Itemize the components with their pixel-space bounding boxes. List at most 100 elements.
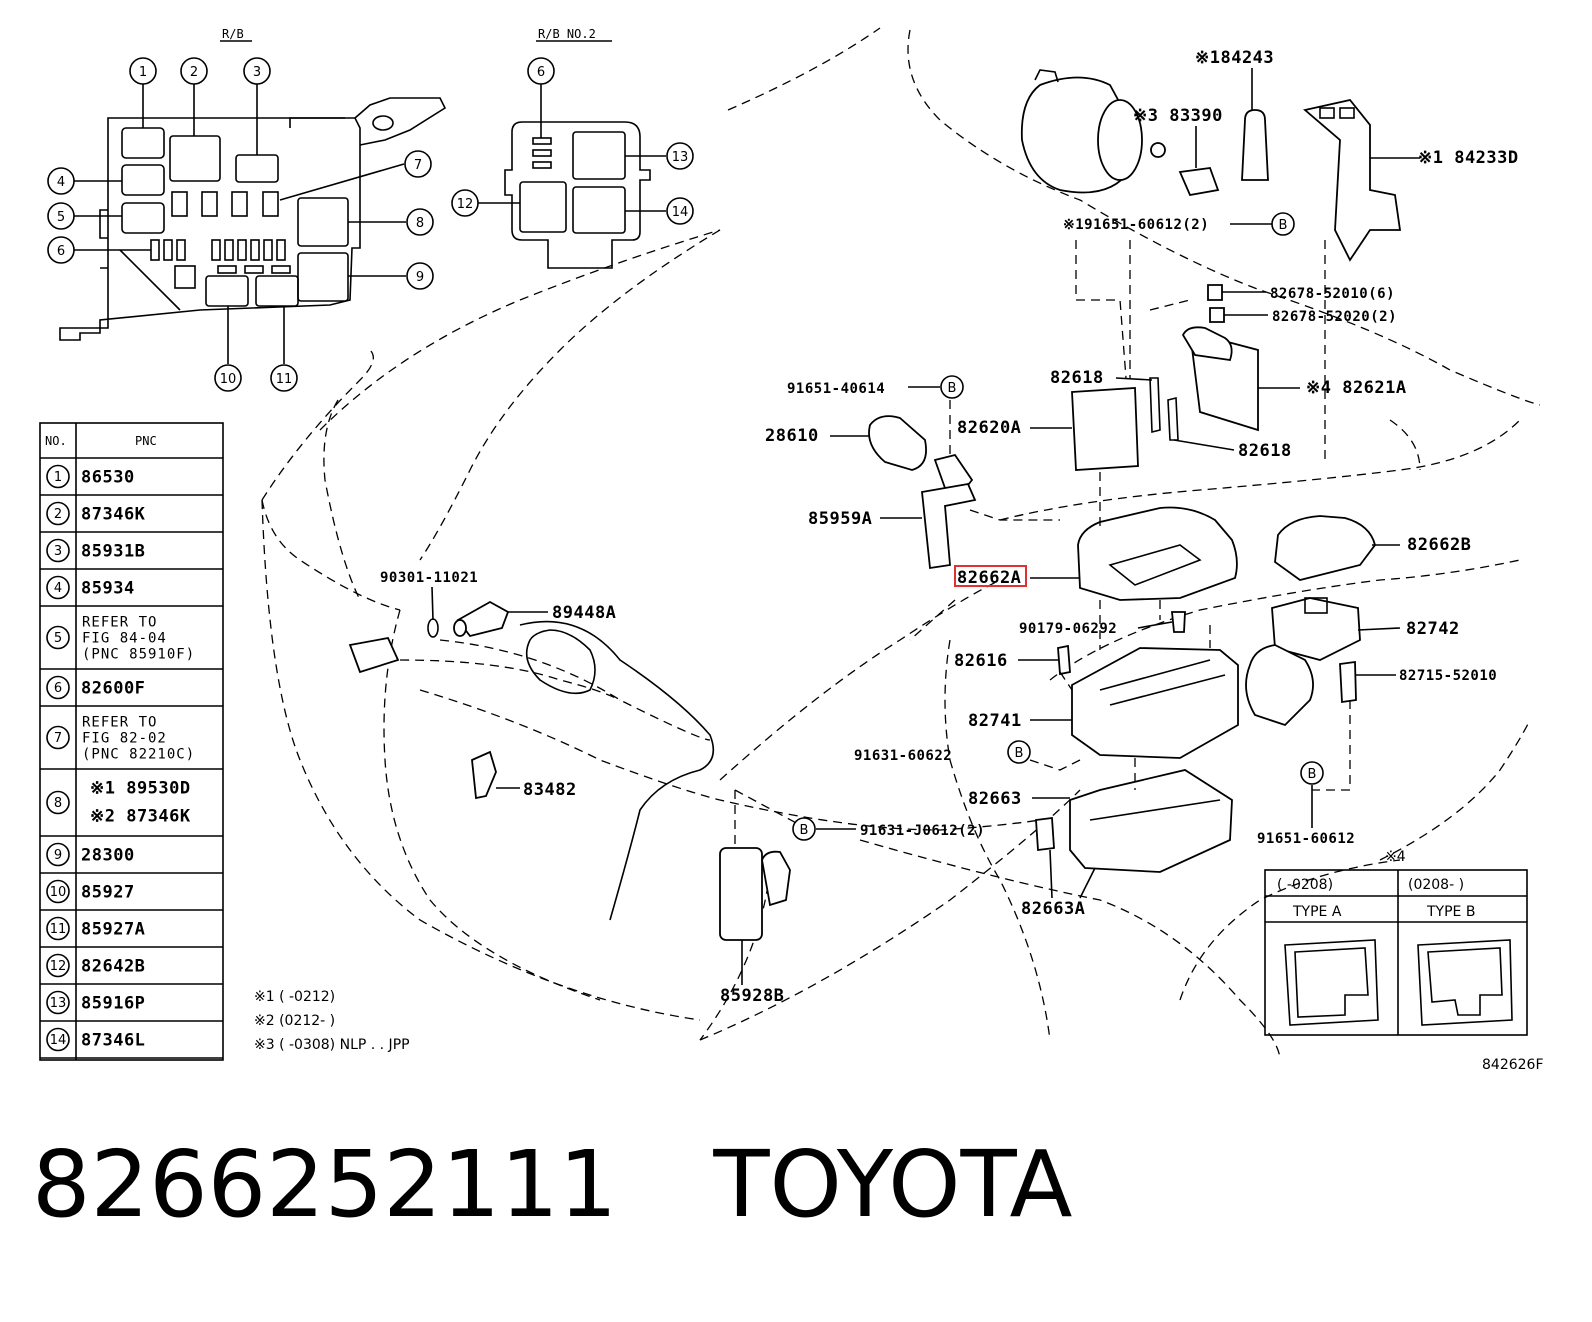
pnc-table-row: 8※1 89530D※2 87346K [40, 779, 223, 837]
relay-block-drawing: R/B [59, 27, 447, 364]
label-82742: 82742 [1406, 619, 1460, 639]
pnc-row-number: 9 [54, 848, 62, 863]
pnc-row-line: ※2 87346K [90, 807, 191, 827]
type-a-label: TYPE A [1292, 904, 1342, 920]
type-box-title: ※4 [1385, 849, 1406, 865]
callout-7: 7 [404, 150, 432, 178]
rb2-header: R/B NO.2 [538, 27, 596, 41]
label-82715-52010: 82715-52010 [1399, 668, 1497, 684]
svg-text:3: 3 [253, 65, 261, 80]
svg-text:8: 8 [416, 216, 424, 231]
label-28610: 28610 [765, 426, 819, 446]
pnc-table-row: 2 87346K [40, 501, 223, 533]
part-footer: 8266252111 TOYOTA [32, 1130, 1073, 1240]
label-82618-top: 82618 [1050, 368, 1104, 388]
pnc-table-row: 12 82642B [40, 953, 223, 985]
callout-1: 1 [129, 57, 157, 85]
label-91651-40614: 91651-40614 [787, 381, 885, 397]
label-91631-60622: 91631-60622 [854, 748, 952, 764]
callout-5: 5 [47, 202, 75, 230]
svg-text:B: B [1308, 767, 1317, 782]
note-3: ※3 ( -0308) NLP . . JPP [254, 1037, 410, 1053]
callout-6: 6 [47, 236, 75, 264]
pnc-row-value: 28300 [81, 846, 135, 866]
label-82741: 82741 [968, 711, 1022, 731]
label-82616: 82616 [954, 651, 1008, 671]
svg-text:6: 6 [537, 65, 545, 80]
pnc-row-value: 85931B [81, 542, 145, 562]
svg-text:7: 7 [414, 158, 422, 173]
svg-text:B: B [800, 823, 809, 838]
label-83390: ※3 83390 [1133, 106, 1223, 126]
pnc-row-number: 7 [54, 731, 62, 746]
label-82618-bottom: 82618 [1238, 441, 1292, 461]
pnc-row-number: 8 [54, 796, 62, 811]
pnc-row-line: (PNC 85910F) [82, 647, 195, 663]
callout-6b: 6 [527, 57, 555, 85]
part-labels: ※184243 ※3 83390 ※1 84233D ※191651-60612… [380, 48, 1519, 1006]
parts-drawings [348, 69, 1402, 941]
callout-10: 10 [214, 364, 242, 392]
callout-11: 11 [270, 364, 298, 392]
pnc-row-value: 85927A [81, 920, 145, 940]
label-90301-11021: 90301-11021 [380, 570, 478, 586]
pnc-row-line: REFER TO [82, 615, 157, 631]
pnc-row-value: 85916P [81, 994, 145, 1014]
pnc-row-number: 12 [50, 959, 67, 974]
pnc-row-line: FIG 84-04 [82, 631, 167, 647]
pnc-row-number: 6 [54, 681, 62, 696]
type-a-range: ( -0208) [1277, 877, 1333, 893]
pnc-row-value: 87346L [81, 1031, 145, 1051]
label-82621A: ※4 82621A [1306, 378, 1407, 398]
callout-9: 9 [406, 262, 434, 290]
label-91631-J0612: 91631-J0612(2) [860, 823, 985, 839]
pnc-row-value: 82642B [81, 957, 145, 977]
b-marker: B [1271, 212, 1295, 236]
label-82663: 82663 [968, 789, 1022, 809]
type-b-range: (0208- ) [1408, 877, 1464, 893]
footnotes: ※1 ( -0212) ※2 (0212- ) ※3 ( -0308) NLP … [254, 989, 410, 1053]
pnc-table-row: 9 28300 [40, 842, 223, 874]
svg-text:5: 5 [57, 210, 65, 225]
label-82678-52020: 82678-52020(2) [1272, 309, 1397, 325]
label-85959A: 85959A [808, 509, 872, 529]
pnc-row-line: FIG 82-02 [82, 731, 167, 747]
svg-text:2: 2 [190, 65, 198, 80]
type-b-label: TYPE B [1426, 904, 1475, 920]
svg-text:B: B [1015, 746, 1024, 761]
pnc-row-value: 87346K [81, 505, 146, 525]
pnc-table-header-no: NO. [45, 434, 67, 448]
callout-3: 3 [243, 57, 271, 85]
callout-8: 8 [406, 208, 434, 236]
callout-13: 13 [666, 142, 694, 170]
svg-text:14: 14 [672, 205, 689, 220]
pnc-row-line: (PNC 82210C) [82, 747, 195, 763]
pnc-row-line: REFER TO [82, 715, 157, 731]
label-91651-60612: 91651-60612 [1257, 831, 1355, 847]
callout-circles: 1 2 3 4 5 6 7 8 9 10 11 6 13 14 12 [47, 57, 694, 392]
svg-text:B: B [1279, 218, 1288, 233]
label-84233D: ※1 84233D [1418, 148, 1519, 168]
svg-text:10: 10 [220, 372, 237, 387]
pnc-row-number: 13 [50, 996, 67, 1011]
pnc-row-number: 5 [54, 631, 62, 646]
callout-14: 14 [666, 197, 694, 225]
label-82620A: 82620A [957, 418, 1021, 438]
pnc-row-number: 2 [54, 507, 62, 522]
svg-text:13: 13 [672, 150, 689, 165]
pnc-table-header-pnc: PNC [135, 434, 157, 448]
callout-4: 4 [47, 167, 75, 195]
label-82678-52010: 82678-52010(6) [1270, 286, 1395, 302]
